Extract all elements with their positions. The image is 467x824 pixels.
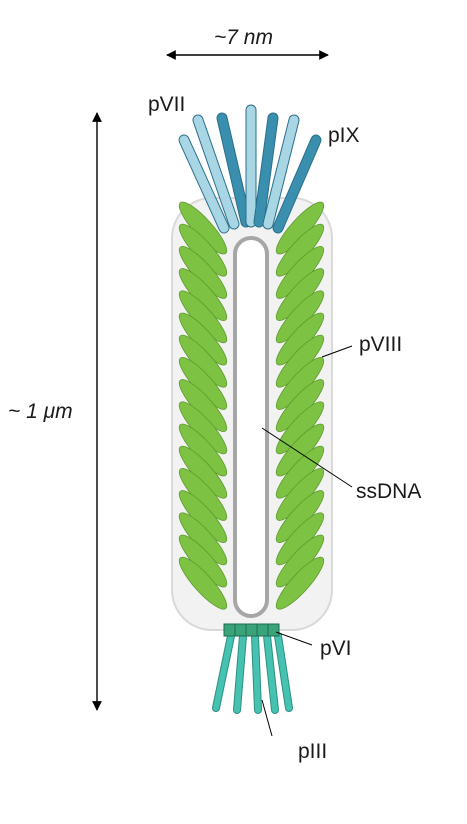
pvi-leader-line (275, 631, 313, 646)
piii-leg (252, 633, 261, 713)
pvi-label: pVI (320, 637, 352, 660)
piii-leader-line (261, 699, 273, 737)
pviii-label: pVIII (359, 333, 402, 356)
piii-leg (213, 633, 234, 711)
pvi-subunit (267, 623, 280, 637)
tip-proteins (178, 104, 322, 234)
ssdna-leader-line (261, 427, 353, 488)
pviii-subunit (275, 556, 325, 610)
piii-label: pIII (298, 740, 327, 763)
pvii-label: pVII (148, 93, 185, 116)
pvii-rod (217, 113, 251, 227)
pviii-leader-line (321, 345, 353, 358)
pix-rod (179, 135, 229, 233)
pvi-subunit (223, 623, 236, 637)
length-dimension-label: ~ 1 μm (8, 400, 73, 423)
piii-leg (275, 633, 292, 711)
pviii-coat-left (178, 201, 228, 610)
pviii-subunit (178, 556, 228, 610)
pvi-subunit (256, 623, 269, 637)
ssdna-loop (233, 236, 269, 618)
pviii-coat-right (275, 201, 325, 610)
pvii-rod (273, 135, 321, 233)
pix-rod (193, 115, 239, 229)
pvi-subunit (234, 623, 247, 637)
pvi-subunit (245, 623, 258, 637)
ssdna-label: ssDNA (356, 480, 421, 503)
base-proteins (212, 623, 293, 714)
pix-rod (263, 115, 299, 229)
piii-leg (264, 633, 278, 713)
piii-leg (234, 633, 246, 713)
pvii-rod (254, 113, 278, 227)
pix-label: pIX (328, 124, 360, 147)
width-dimension-label: ~7 nm (214, 26, 273, 49)
